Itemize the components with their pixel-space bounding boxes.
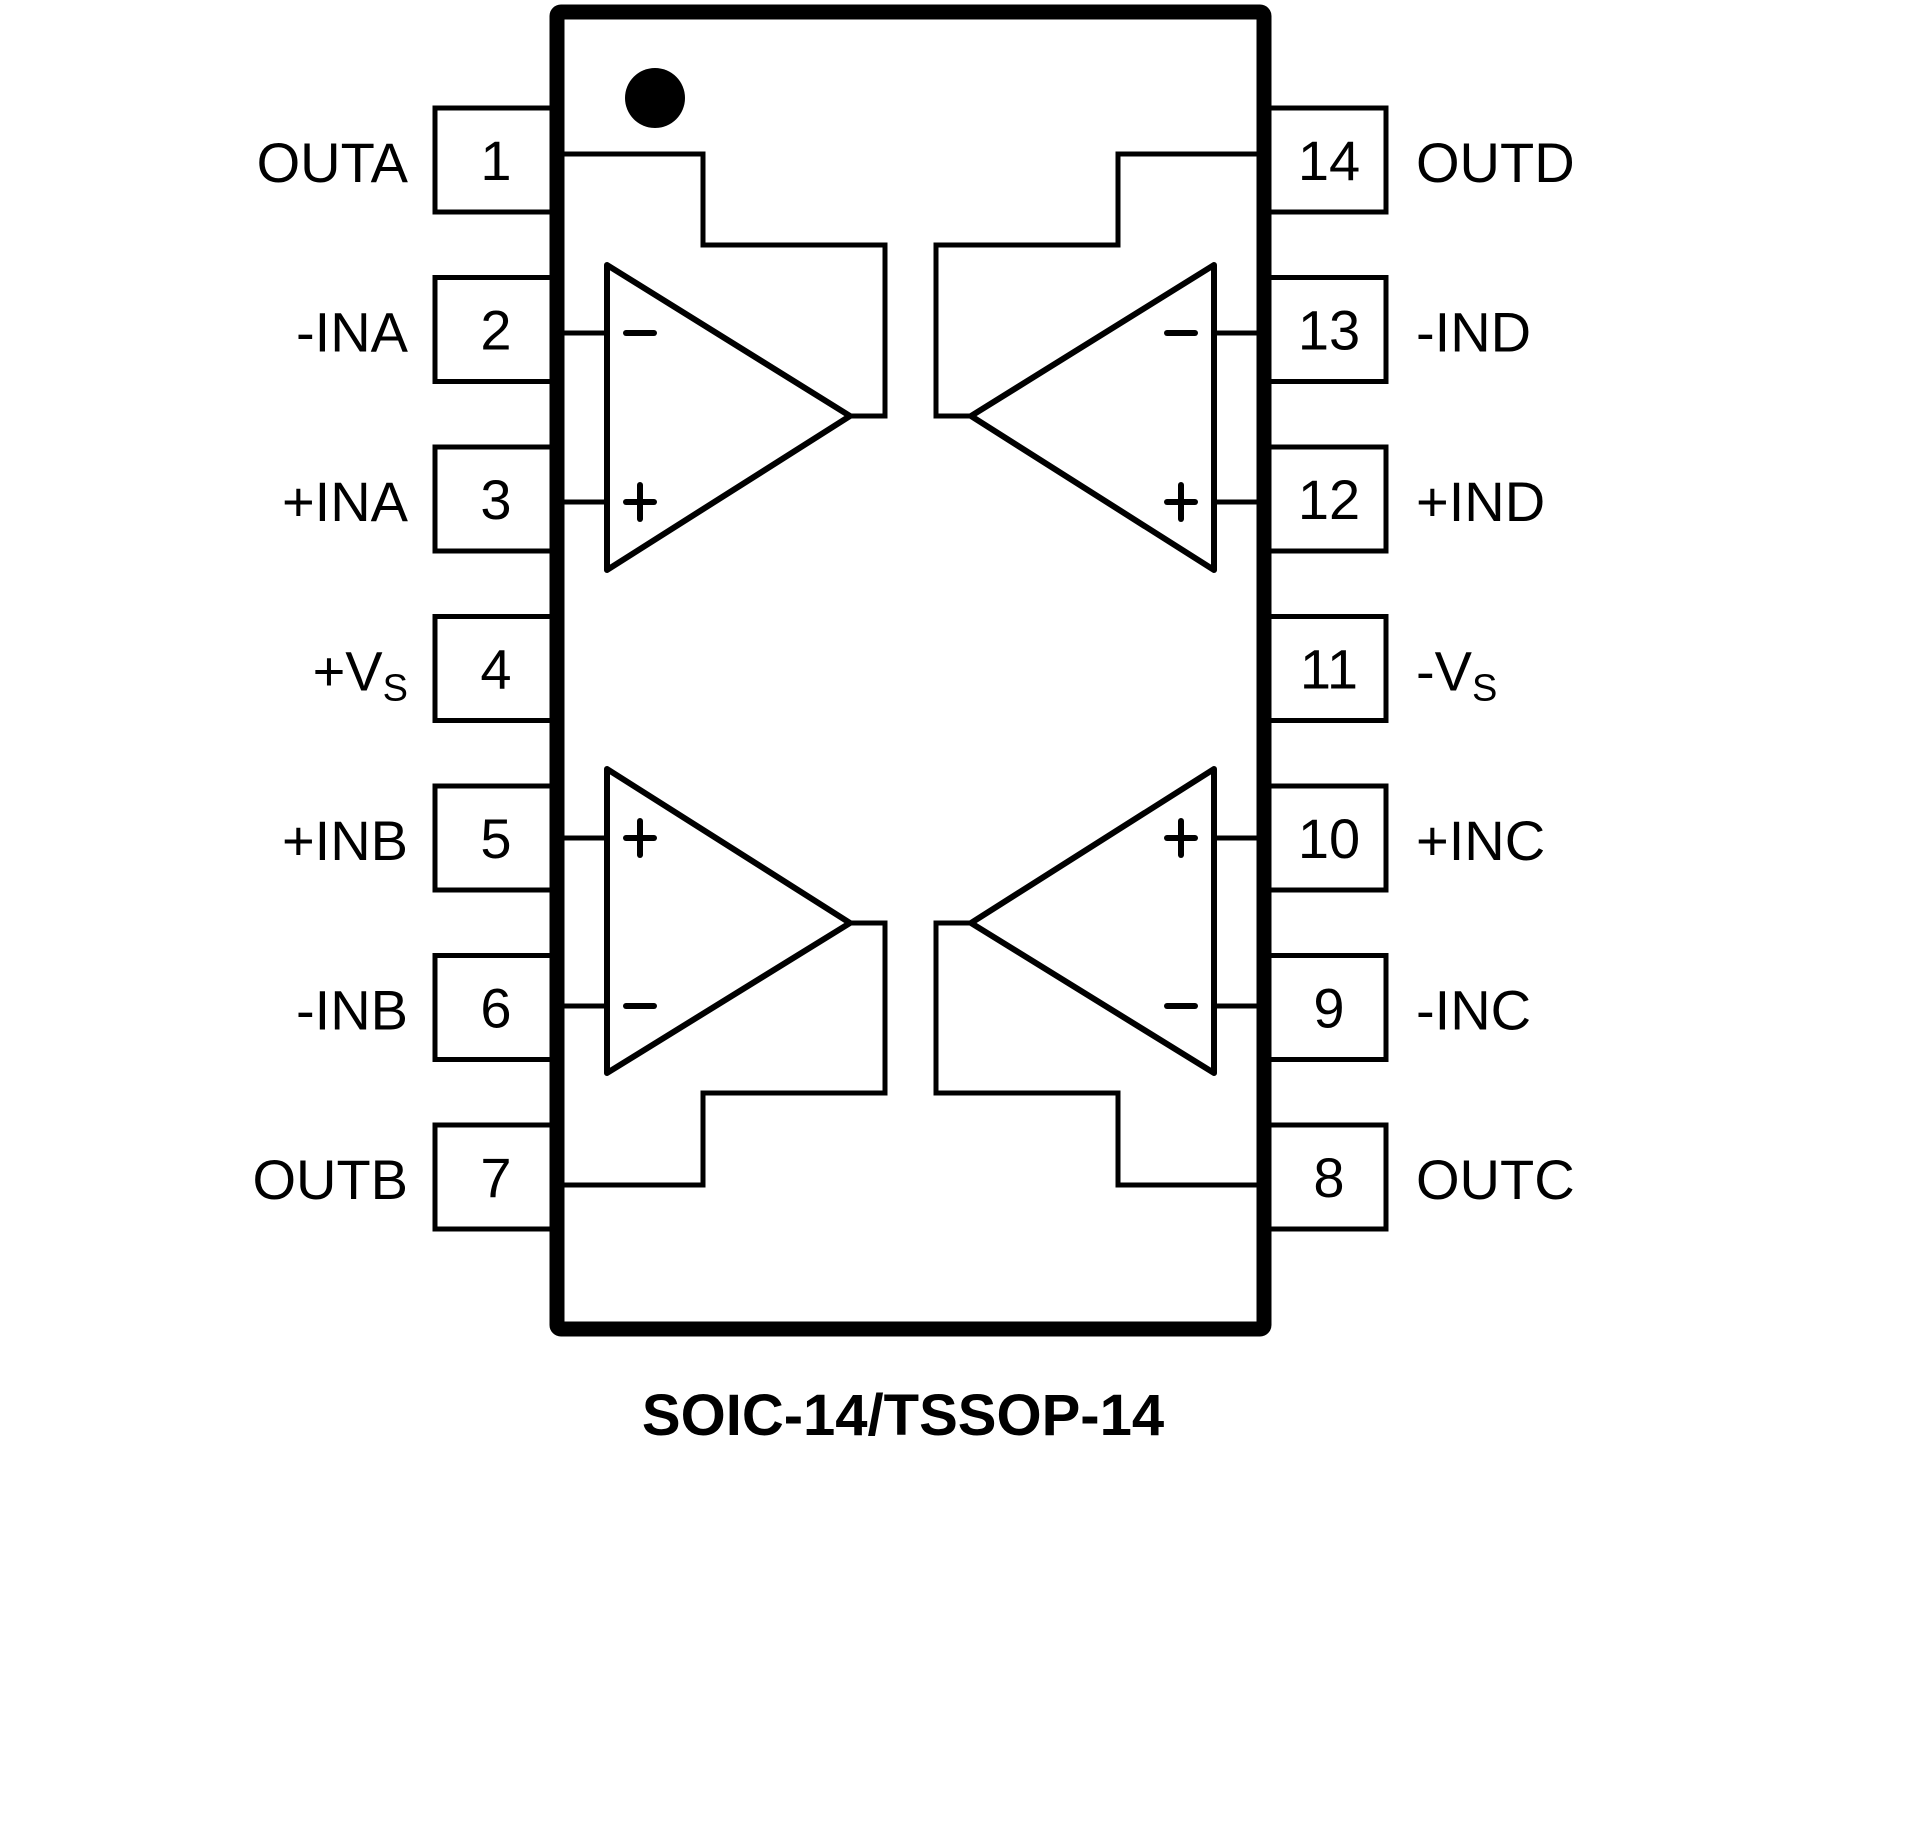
pin-label: OUTA xyxy=(257,131,409,194)
pin-label: -INC xyxy=(1416,979,1531,1042)
pin-number: 8 xyxy=(1313,1146,1344,1209)
pin-3 xyxy=(432,444,560,554)
pin-number: 14 xyxy=(1298,129,1360,192)
plus-sign-icon xyxy=(1164,482,1198,522)
pin-box xyxy=(432,1122,560,1232)
pin-number: 11 xyxy=(1300,638,1358,701)
plus-sign-icon xyxy=(623,482,657,522)
pin-5 xyxy=(432,783,560,893)
pin-11 xyxy=(1261,614,1389,723)
op-amp-b xyxy=(562,766,888,1188)
pin-box xyxy=(1261,783,1389,893)
plus-sign-icon xyxy=(623,818,657,858)
pin-number: 10 xyxy=(1298,807,1360,870)
pin-number: 6 xyxy=(480,977,511,1040)
output-trace xyxy=(562,151,888,419)
ic-package-body xyxy=(549,4,1272,1337)
op-amps xyxy=(562,151,1259,1188)
pin-8 xyxy=(1261,1122,1389,1232)
pin-number: 4 xyxy=(480,638,511,701)
pin-box xyxy=(432,275,560,384)
pin-box xyxy=(1261,1122,1389,1232)
pin-box xyxy=(432,105,560,215)
plus-sign-icon xyxy=(1164,818,1198,858)
pin-label: OUTC xyxy=(1416,1148,1575,1211)
pin-7 xyxy=(432,1122,560,1232)
pin-label: +INB xyxy=(282,809,408,872)
output-trace xyxy=(933,920,1259,1188)
pin-number: 1 xyxy=(480,129,511,192)
pin-2 xyxy=(432,275,560,384)
pin-number: 7 xyxy=(480,1146,511,1209)
pin-number: 5 xyxy=(480,807,511,870)
pin-labels: 1 OUTA 2 -INA 3 +INA 4 +VS 5 +INB 6 -INB 7 OUTB 14 OUTD… xyxy=(252,129,1574,1211)
pin-label: -IND xyxy=(1416,301,1531,364)
pin-number: 9 xyxy=(1313,977,1344,1040)
pin-label: +INC xyxy=(1416,809,1545,872)
pin-9 xyxy=(1261,953,1389,1062)
amplifier-triangle xyxy=(968,766,1217,1076)
pin-label: +IND xyxy=(1416,470,1545,533)
amplifier-triangle xyxy=(604,766,853,1076)
pin-label: -INB xyxy=(296,979,408,1042)
output-trace xyxy=(562,920,888,1188)
pin-box xyxy=(432,444,560,554)
pin-label: OUTB xyxy=(252,1148,408,1211)
op-amp-c xyxy=(933,766,1259,1188)
pins xyxy=(432,105,1389,1232)
pin-label: -INA xyxy=(296,301,409,364)
pin-label: OUTD xyxy=(1416,131,1575,194)
pin-label: +VS xyxy=(313,640,408,710)
pin-number: 13 xyxy=(1298,299,1360,362)
pin-label: +INA xyxy=(282,470,409,533)
op-amp-d xyxy=(933,151,1259,573)
pin-number: 2 xyxy=(480,299,511,362)
output-trace xyxy=(933,151,1259,419)
amplifier-triangle xyxy=(968,262,1217,573)
package-title: SOIC-14/TSSOP-14 xyxy=(642,1383,1164,1448)
pin-box xyxy=(1261,953,1389,1062)
op-amp-a xyxy=(562,151,888,573)
pin-box xyxy=(432,783,560,893)
pin-10 xyxy=(1261,783,1389,893)
amplifier-triangle xyxy=(604,262,853,573)
pin-number: 12 xyxy=(1298,468,1360,531)
pin-label: -VS xyxy=(1416,640,1497,710)
pin-1 xyxy=(432,105,560,215)
pin-box xyxy=(1261,614,1389,723)
pin1-marker-dot xyxy=(625,68,685,128)
pin-number: 3 xyxy=(480,468,511,531)
